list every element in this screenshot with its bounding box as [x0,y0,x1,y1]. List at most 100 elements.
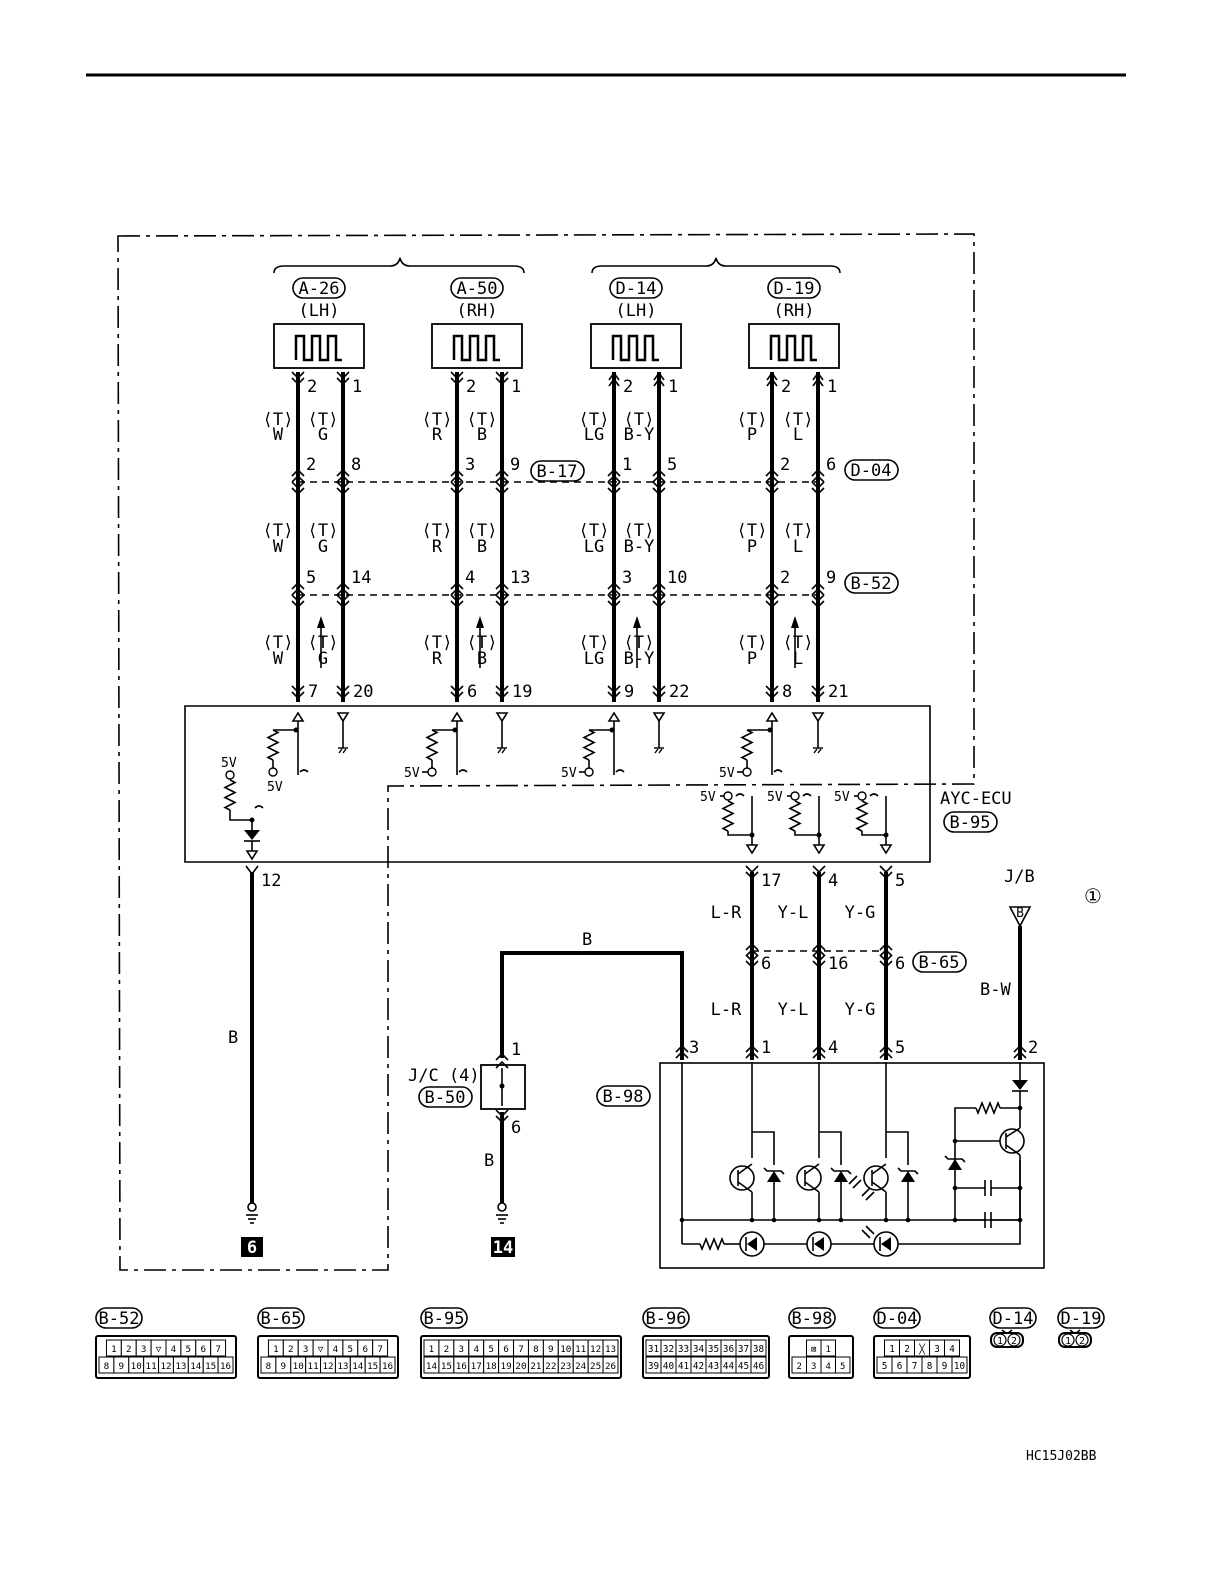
junction-pin-number: 3 [465,455,475,475]
b98-pin-number: 4 [828,1038,838,1058]
svg-text:14: 14 [493,1238,513,1258]
pin-label: 16 [220,1361,231,1372]
svg-text:B-52: B-52 [851,574,892,594]
brace-rear [591,257,841,274]
pin-label: 8 [266,1361,272,1372]
wire-color-label: LG [584,649,604,669]
supply-voltage-label: 5V [700,790,716,805]
pin-label: 26 [605,1361,616,1372]
wire-color-label: B [477,537,487,557]
pin-label: 10 [131,1361,142,1372]
wire-color-label: R [432,649,443,669]
pin-label: 34 [693,1344,705,1355]
wire-color-label: Y-L [778,1000,809,1020]
wire-color-label: W [273,425,284,445]
wire-tag: ⟨T⟩ [579,521,610,541]
pin-label: 1 [111,1344,117,1355]
pin-label: 4 [171,1344,177,1355]
pin-label: 13 [337,1361,348,1372]
transistor-icon [796,1165,822,1191]
sensor-connector-a-50-text: A-50 [457,279,498,299]
junction-pin-number: 2 [306,455,316,475]
pin-label: 40 [663,1361,674,1372]
wire-tag: ⟨T⟩ [263,633,294,653]
ayc-ecu-box [184,705,931,863]
junction-pin-number: 14 [351,568,371,588]
supply-voltage-label: 5V [267,780,283,795]
pin-label: 5 [840,1362,845,1372]
pin-label: 32 [663,1344,674,1355]
zener-diode-icon [901,1171,915,1182]
pulse-wave-icon [294,334,342,362]
wire-color-label: L [793,537,803,557]
wire-color-label: R [432,537,443,557]
pin-label: 7 [377,1344,383,1355]
pin-label: 2 [288,1344,294,1355]
pin-label: 7 [215,1344,221,1355]
sensor-connector-d-19-text: D-19 [774,279,815,299]
wire-tag: ⟨T⟩ [579,633,610,653]
pin-label: 24 [575,1361,587,1372]
pin-label: ▽ [318,1344,324,1355]
pin-label: 4 [473,1344,479,1355]
pin-label: 9 [119,1361,125,1372]
wire-color-label: B-Y [624,425,655,445]
svg-text:B-65: B-65 [919,953,960,973]
wire-color-label: W [273,649,284,669]
pin-label: 5 [488,1344,494,1355]
connector-view-name: B-98 [792,1309,833,1329]
connector-view-name: B-52 [99,1309,140,1329]
wire-color-label: LG [584,537,604,557]
pin-label: 12 [322,1361,333,1372]
zener-diode-icon [767,1171,781,1182]
wire-color-label: P [747,649,757,669]
ground-number-left: 6 [241,1237,263,1258]
b65-pin-number: 16 [828,954,848,974]
sensor-pin-number: 2 [781,377,791,397]
pin-label: ⊠ [811,1345,816,1355]
sensor-pin-number: 2 [623,377,633,397]
ecu-lower-pin: 4 [828,871,838,891]
junction-pin-number: 2 [780,455,790,475]
wheel-speed-sensor [590,323,682,369]
ecu-connector-label: B-95 [943,811,998,833]
svg-text:B-50: B-50 [425,1088,466,1108]
b-wire-to-b98 [500,951,684,1060]
sensor-pin-number: 2 [466,377,476,397]
wire-tag: ⟨T⟩ [467,521,498,541]
pin-label: 25 [590,1361,601,1372]
pin-label: 5 [882,1361,888,1372]
pin-label: 3 [934,1344,940,1355]
wire-color-label: Y-L [778,903,809,923]
pin-label: 15 [441,1361,452,1372]
pin-label: 8 [927,1361,933,1372]
sensor-side-label: (LH) [299,301,340,321]
wire-tag: ⟨T⟩ [624,633,655,653]
supply-voltage-label: 5V [221,756,237,771]
svg-text:B-17: B-17 [537,462,578,482]
wire-tag: ⟨T⟩ [308,521,339,541]
b98-pin-number: 5 [895,1038,905,1058]
b98-pin-number: 1 [761,1038,771,1058]
ground-symbol-right [496,1202,508,1224]
jc-pin-top: 1 [511,1040,521,1060]
pin-label: 11 [146,1361,157,1372]
pin-label: 35 [708,1344,719,1355]
wire-tag: ⟨T⟩ [737,410,768,430]
pin-label: 14 [426,1361,438,1372]
connector-view-name: B-96 [646,1309,687,1329]
wire-color-label: Y-G [845,1000,876,1020]
pin-label: 15 [205,1361,216,1372]
junction-label-b52: B-52 [844,572,899,594]
ecu-lower-pin: 5 [895,871,905,891]
pin-label: 8 [533,1344,539,1355]
wire-color-label: G [318,425,328,445]
pin-label: 11 [308,1361,319,1372]
pin-label: 33 [678,1344,689,1355]
